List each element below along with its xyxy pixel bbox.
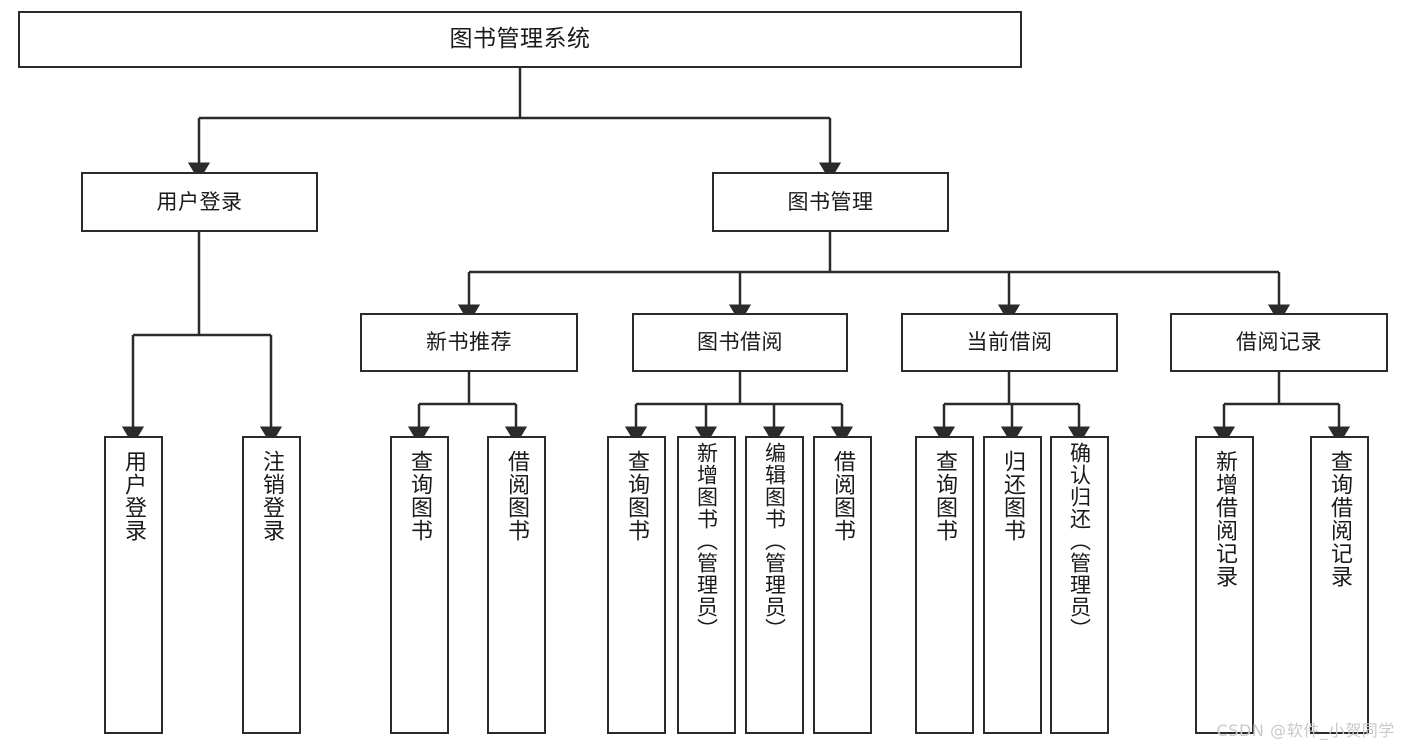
- node-leaf-confirm-return[interactable]: 确认归还（管理员）: [1050, 436, 1109, 734]
- node-borrow-record-label: 借阅记录: [1236, 330, 1322, 355]
- node-leaf-query-book-1[interactable]: 查询图书: [390, 436, 449, 734]
- node-current-borrow[interactable]: 当前借阅: [901, 313, 1118, 372]
- node-leaf-return-book[interactable]: 归还图书: [983, 436, 1042, 734]
- node-leaf-query-book-1-label: 查询图书: [407, 450, 433, 542]
- node-leaf-borrow-book-2[interactable]: 借阅图书: [813, 436, 872, 734]
- node-leaf-user-login[interactable]: 用户登录: [104, 436, 163, 734]
- node-leaf-query-book-3-label: 查询图书: [932, 450, 958, 542]
- node-leaf-add-record[interactable]: 新增借阅记录: [1195, 436, 1254, 734]
- node-leaf-confirm-return-label: 确认归还（管理员）: [1067, 442, 1092, 640]
- node-leaf-query-book-2-label: 查询图书: [624, 450, 650, 542]
- node-leaf-query-book-3[interactable]: 查询图书: [915, 436, 974, 734]
- node-book-borrow-label: 图书借阅: [697, 330, 783, 355]
- node-current-borrow-label: 当前借阅: [966, 330, 1053, 355]
- node-new-book-recommend-label: 新书推荐: [426, 330, 512, 355]
- node-leaf-edit-book[interactable]: 编辑图书（管理员）: [745, 436, 804, 734]
- node-borrow-record[interactable]: 借阅记录: [1170, 313, 1388, 372]
- node-user-login[interactable]: 用户登录: [81, 172, 318, 232]
- node-book-manage[interactable]: 图书管理: [712, 172, 949, 232]
- node-leaf-edit-book-label: 编辑图书（管理员）: [762, 442, 787, 640]
- node-leaf-return-book-label: 归还图书: [1000, 450, 1026, 542]
- node-new-book-recommend[interactable]: 新书推荐: [360, 313, 578, 372]
- node-leaf-add-record-label: 新增借阅记录: [1212, 450, 1238, 588]
- node-leaf-user-login-label: 用户登录: [121, 450, 147, 542]
- node-leaf-borrow-book-2-label: 借阅图书: [830, 450, 856, 542]
- node-leaf-query-record-label: 查询借阅记录: [1327, 450, 1353, 588]
- node-leaf-borrow-book-1[interactable]: 借阅图书: [487, 436, 546, 734]
- node-book-borrow[interactable]: 图书借阅: [632, 313, 848, 372]
- node-root-label: 图书管理系统: [449, 25, 591, 52]
- node-user-login-label: 用户登录: [156, 189, 243, 214]
- node-leaf-logout[interactable]: 注销登录: [242, 436, 301, 734]
- node-leaf-query-record[interactable]: 查询借阅记录: [1310, 436, 1369, 734]
- node-leaf-add-book-label: 新增图书（管理员）: [694, 442, 719, 640]
- node-leaf-query-book-2[interactable]: 查询图书: [607, 436, 666, 734]
- node-book-manage-label: 图书管理: [787, 189, 874, 214]
- node-root[interactable]: 图书管理系统: [18, 11, 1022, 68]
- csdn-watermark: CSDN @软件_小贺同学: [1216, 721, 1395, 740]
- node-leaf-logout-label: 注销登录: [259, 450, 285, 542]
- node-leaf-add-book[interactable]: 新增图书（管理员）: [677, 436, 736, 734]
- node-leaf-borrow-book-1-label: 借阅图书: [504, 450, 530, 542]
